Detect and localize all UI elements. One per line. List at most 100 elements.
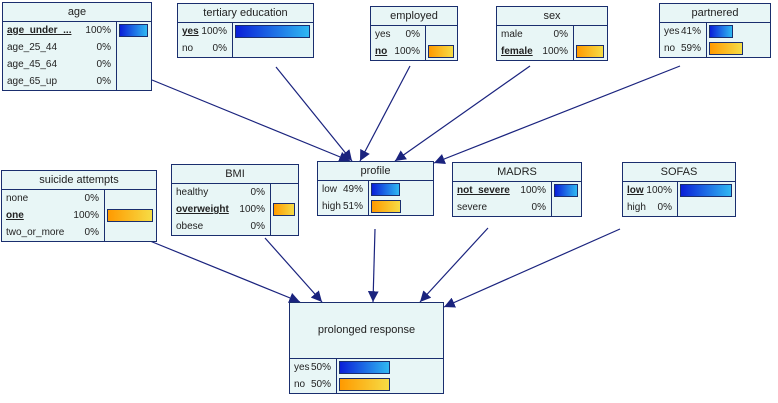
probability-bar: [371, 200, 401, 213]
state-probability: 0%: [250, 221, 265, 232]
state-row[interactable]: obese 0%: [172, 218, 298, 235]
state-label: two_or_more: [6, 227, 65, 238]
state-row[interactable]: severe 0%: [453, 199, 581, 216]
bar-column: [270, 184, 298, 235]
state-probability: 0%: [657, 202, 672, 213]
state-label: low: [627, 185, 644, 196]
state-probability: 0%: [84, 193, 99, 204]
edge-tertiary-education-to-profile: [275, 66, 353, 162]
probability-bar: [709, 25, 733, 38]
state-probability: 0%: [405, 29, 420, 40]
state-probability: 0%: [96, 59, 111, 70]
node-title: suicide attempts: [2, 171, 156, 190]
state-probability: 0%: [531, 202, 546, 213]
state-label: no: [664, 43, 676, 54]
state-probability: 100%: [239, 204, 265, 215]
node-title: MADRS: [453, 163, 581, 182]
node-title: BMI: [172, 165, 298, 184]
state-label: no: [294, 379, 306, 390]
state-probability: 100%: [394, 46, 420, 57]
probability-bar: [371, 183, 400, 196]
state-probability: 0%: [553, 29, 568, 40]
edge-employed-to-profile: [359, 65, 411, 162]
probability-bar: [428, 45, 454, 58]
bar-column: [677, 182, 735, 216]
state-row[interactable]: no 50%: [290, 376, 443, 393]
probability-bar: [339, 378, 390, 391]
state-row[interactable]: overweight 100%: [172, 201, 298, 218]
state-probability: 100%: [542, 46, 568, 57]
state-label: severe: [457, 202, 488, 213]
bar-column: [573, 26, 607, 60]
bar-column: [706, 23, 770, 57]
state-row[interactable]: two_or_more 0%: [2, 224, 156, 241]
state-label: overweight: [176, 204, 229, 215]
bar-column: [104, 190, 156, 241]
state-label: obese: [176, 221, 204, 232]
probability-bar: [107, 209, 153, 222]
state-probability: 41%: [680, 26, 701, 37]
state-label: age_45_64: [7, 59, 58, 70]
state-probability: 0%: [212, 43, 227, 54]
state-row[interactable]: age_45_64 0%: [3, 56, 151, 73]
state-label: male: [501, 29, 523, 40]
state-row[interactable]: male 0%: [497, 26, 607, 43]
bar-column: [336, 359, 443, 393]
state-label: one: [6, 210, 24, 221]
node-title: profile: [318, 162, 433, 181]
node-title: sex: [497, 7, 607, 26]
edge-bmi-to-prolonged-response: [264, 237, 323, 303]
node-title: SOFAS: [623, 163, 735, 182]
probability-bar: [235, 25, 310, 38]
edge-madrs-to-prolonged-response: [419, 227, 489, 303]
probability-bar: [554, 184, 578, 197]
probability-bar: [576, 45, 604, 58]
state-row[interactable]: none 0%: [2, 190, 156, 207]
node-title: prolonged response: [290, 303, 443, 359]
state-probability: 51%: [342, 201, 363, 212]
state-probability: 50%: [310, 362, 331, 373]
state-probability: 50%: [310, 379, 331, 390]
edge-sofas-to-prolonged-response: [443, 228, 621, 308]
state-label: none: [6, 193, 29, 204]
bar-column: [551, 182, 581, 216]
state-probability: 0%: [96, 42, 111, 53]
state-row[interactable]: age_under_...100%: [3, 22, 151, 39]
state-probability: 100%: [520, 185, 546, 196]
state-probability: 0%: [84, 227, 99, 238]
